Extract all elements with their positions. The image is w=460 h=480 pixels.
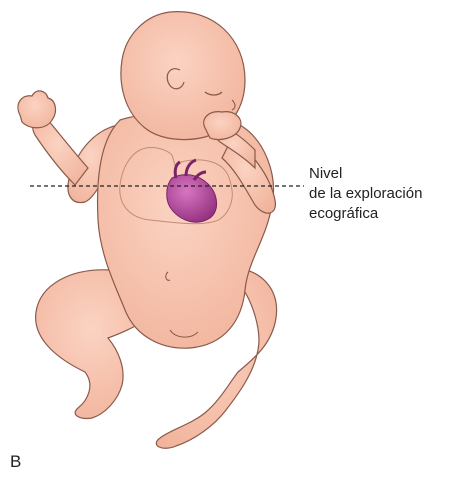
label-line-2: de la exploración <box>309 184 422 204</box>
label-line-3: ecográfica <box>309 204 378 224</box>
panel-label: B <box>10 452 21 472</box>
left-fist <box>18 91 56 128</box>
label-line-1: Nivel <box>309 164 342 184</box>
